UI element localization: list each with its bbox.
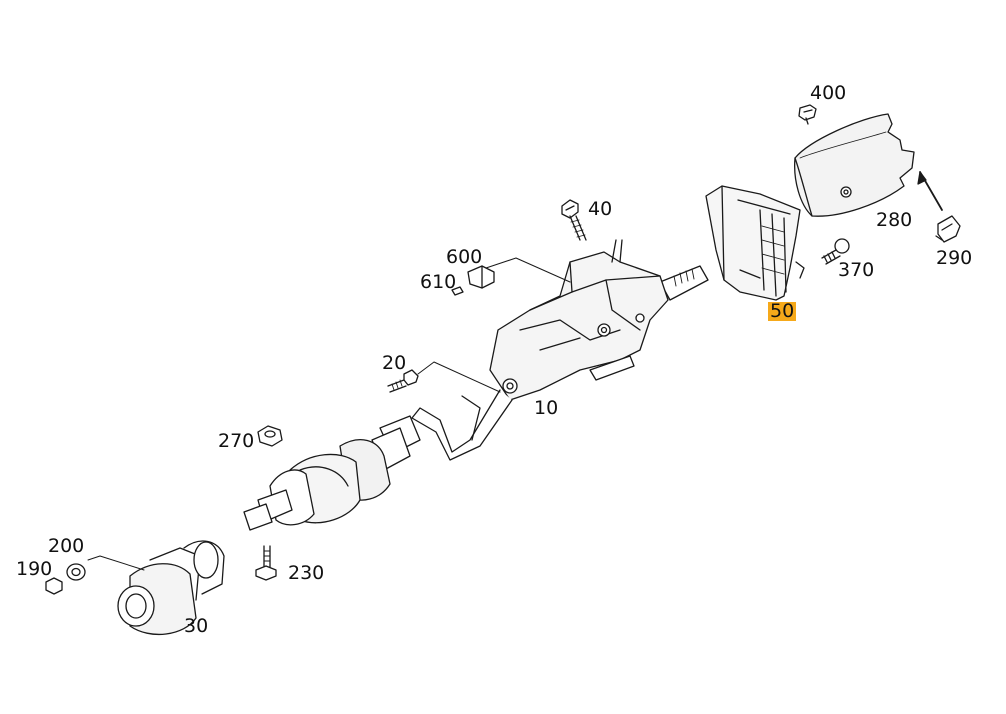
label-230: 230 xyxy=(288,562,325,584)
label-610: 610 xyxy=(420,271,457,293)
part-20-bolt[interactable] xyxy=(387,369,419,393)
part-200-washer[interactable] xyxy=(66,563,86,581)
part-30-joint[interactable] xyxy=(117,540,225,636)
part-230-bolt[interactable] xyxy=(255,545,277,581)
part-290-clip[interactable] xyxy=(935,215,961,243)
label-280: 280 xyxy=(876,209,913,231)
part-610-pin[interactable] xyxy=(451,286,464,296)
part-600-sensor[interactable] xyxy=(467,265,495,289)
label-30: 30 xyxy=(184,615,209,637)
part-50-panel[interactable] xyxy=(705,185,805,301)
part-10-steering-column[interactable] xyxy=(411,239,709,461)
label-40: 40 xyxy=(588,198,613,220)
part-190-nut[interactable] xyxy=(45,577,63,595)
label-400: 400 xyxy=(810,82,847,104)
part-270-nut[interactable] xyxy=(257,425,283,447)
part-400-clip[interactable] xyxy=(798,104,817,125)
assembly-arrow xyxy=(917,171,943,211)
label-50-highlighted[interactable]: 50 xyxy=(768,300,797,322)
label-10: 10 xyxy=(534,397,559,419)
label-20: 20 xyxy=(382,352,407,374)
leader-lines xyxy=(87,257,571,571)
intermediate-shaft[interactable] xyxy=(243,415,421,531)
label-200: 200 xyxy=(48,535,85,557)
part-40-bolt[interactable] xyxy=(561,199,587,241)
part-280-cover[interactable] xyxy=(794,113,915,217)
label-190: 190 xyxy=(16,558,53,580)
label-270: 270 xyxy=(218,430,255,452)
part-370-screw[interactable] xyxy=(821,238,850,265)
label-370: 370 xyxy=(838,259,875,281)
label-600: 600 xyxy=(446,246,483,268)
label-290: 290 xyxy=(936,247,973,269)
